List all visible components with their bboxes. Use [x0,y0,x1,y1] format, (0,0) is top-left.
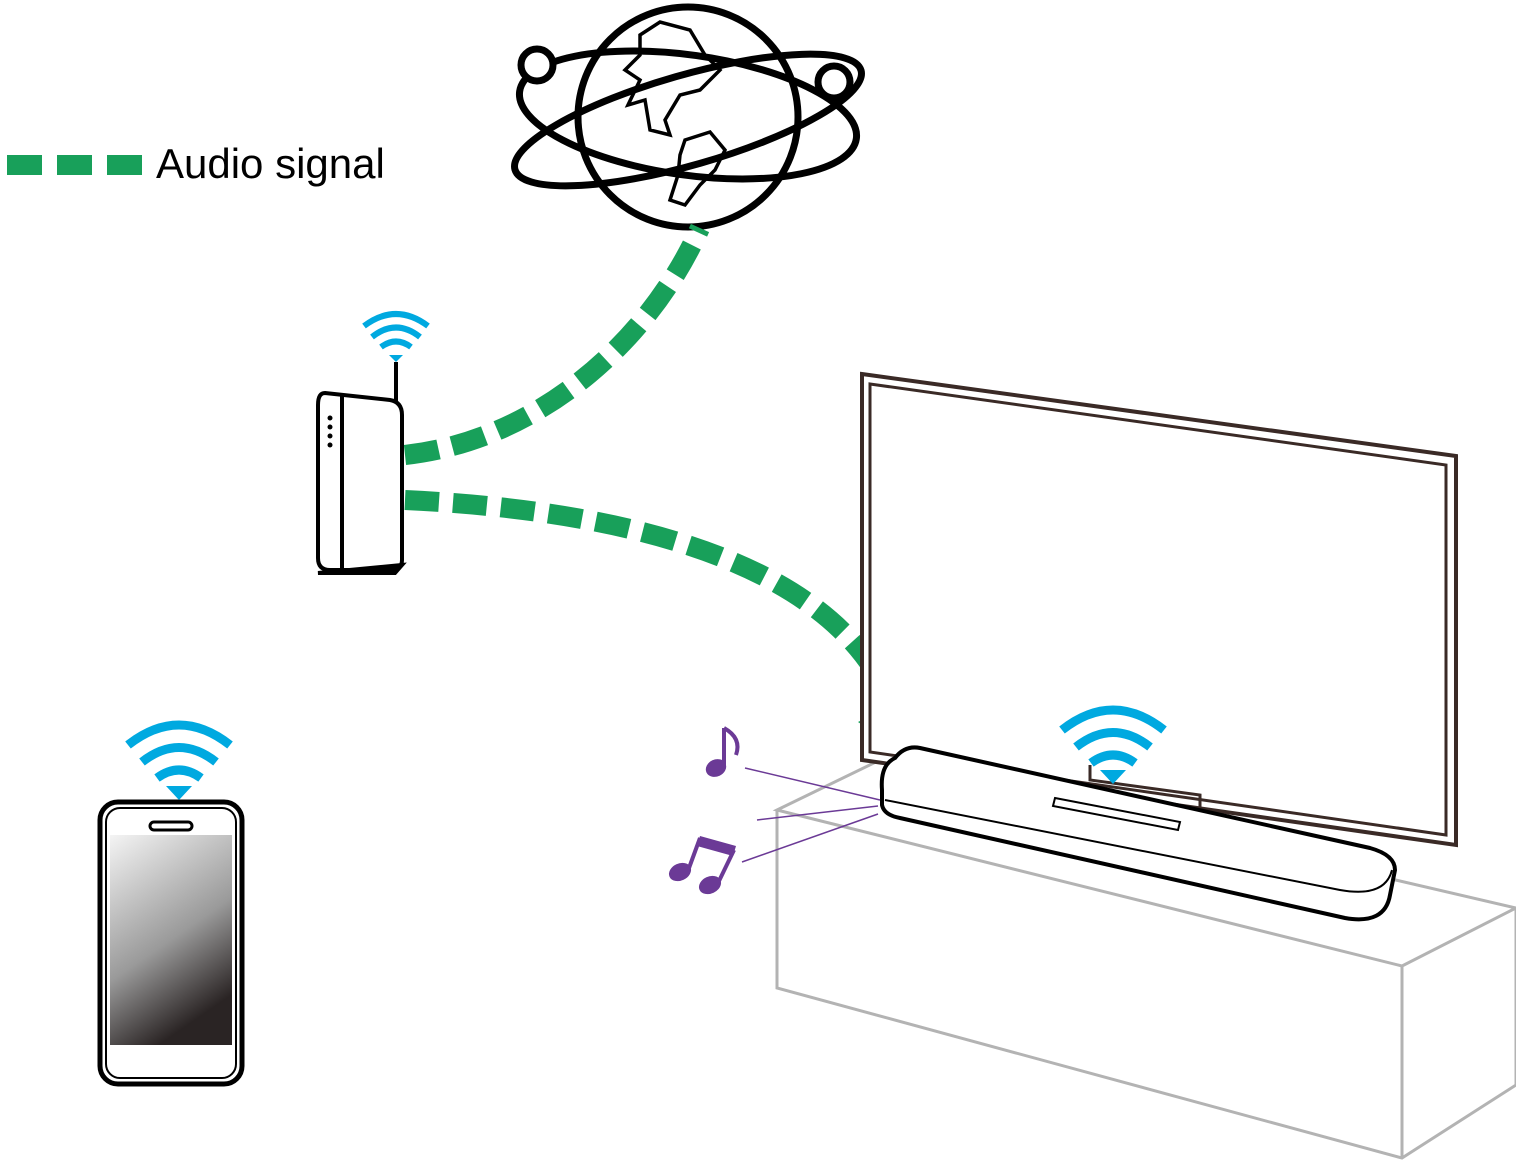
tv-cabinet [772,758,1516,1160]
router-icon [316,362,407,575]
globe-icon [511,3,865,231]
legend-dashes [7,155,142,175]
wifi-icon [362,311,430,362]
smartphone-icon [97,799,245,1087]
music-note-icon [668,836,736,895]
sound-lines [741,767,881,863]
audio-signal-paths [403,223,900,704]
soundbar-icon [879,745,1398,922]
wifi-icon [1059,705,1167,784]
music-note-icon [705,726,740,777]
tv-icon [860,371,1458,848]
legend-label: Audio signal [156,140,385,187]
wifi-icon [125,720,233,800]
